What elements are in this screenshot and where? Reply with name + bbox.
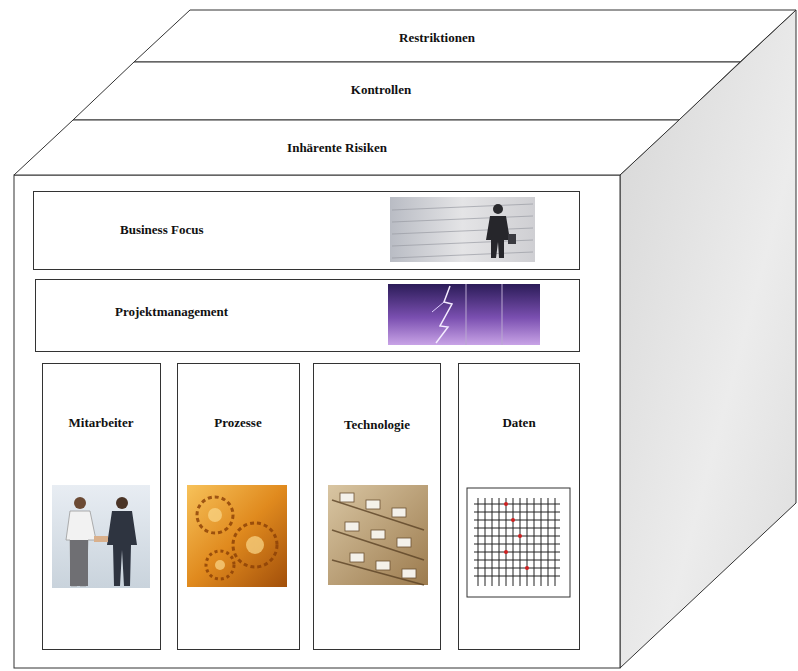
row-box: Business Focus (33, 191, 580, 270)
top-band: Restriktionen (134, 10, 796, 62)
column-box: Technologie (313, 363, 441, 650)
band-outline (134, 10, 796, 62)
row-box: Projektmanagement (35, 279, 580, 352)
band-label: Kontrollen (351, 82, 411, 98)
top-band: Inhärente Risiken (14, 120, 679, 175)
box-label: Projektmanagement (115, 304, 228, 320)
column-box: Daten (458, 363, 580, 650)
box-label: Daten (502, 415, 535, 431)
band-outline (14, 120, 679, 175)
column-box: Mitarbeiter (42, 363, 161, 650)
band-label: Restriktionen (399, 30, 475, 46)
top-band: Kontrollen (73, 62, 740, 120)
column-box: Prozesse (177, 363, 300, 650)
band-outline (73, 62, 740, 120)
band-label: Inhärente Risiken (287, 140, 387, 156)
box-label: Technologie (344, 417, 410, 433)
box-label: Mitarbeiter (69, 415, 134, 431)
box-label: Prozesse (214, 415, 261, 431)
box-label: Business Focus (120, 222, 203, 238)
